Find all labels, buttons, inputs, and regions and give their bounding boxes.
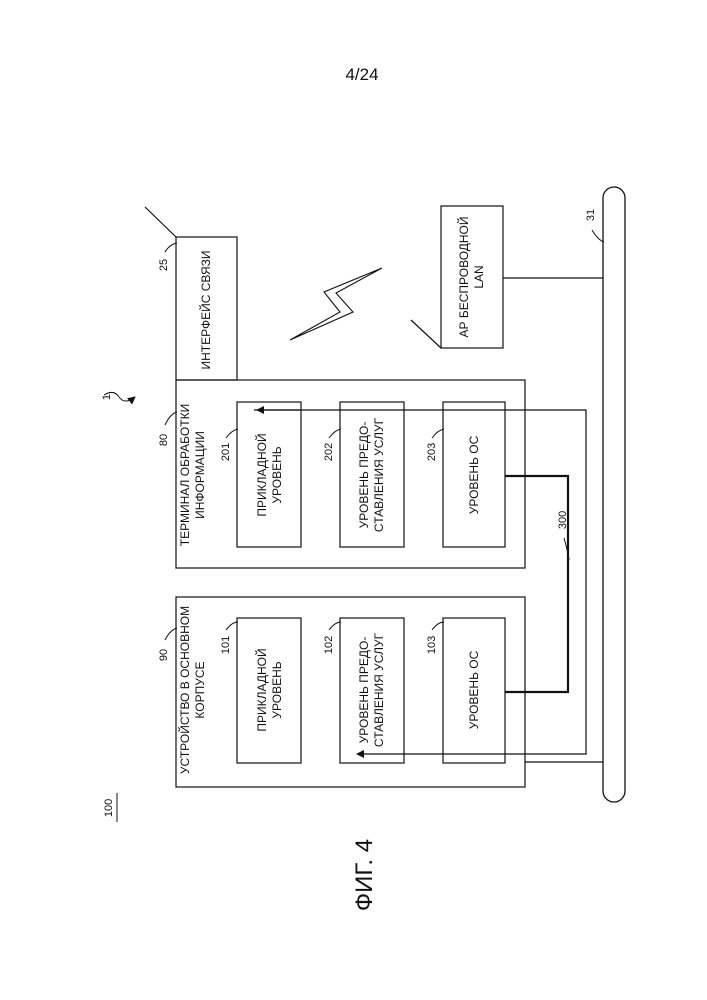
ref-90: 90	[158, 649, 170, 661]
lan-bus	[603, 187, 625, 802]
ref-202: 202	[323, 443, 335, 461]
svg-text:КОРПУСЕ: КОРПУСЕ	[193, 661, 207, 718]
terminal-title: ТЕРМИНАЛ ОБРАБОТКИ ИНФОРМАЦИИ	[178, 404, 207, 546]
svg-text:УРОВЕНЬ ПРЕДО-: УРОВЕНЬ ПРЕДО-	[357, 637, 371, 744]
ref-102: 102	[323, 636, 335, 654]
comm-interface-label: ИНТЕРФЕЙС СВЯЗИ	[198, 250, 213, 369]
svg-text:УРОВЕНЬ ПРЕДО-: УРОВЕНЬ ПРЕДО-	[357, 422, 371, 529]
svg-text:LAN: LAN	[472, 265, 486, 288]
ref-90-leader	[165, 628, 177, 640]
svg-text:90: 90	[158, 649, 170, 661]
ref-101: 101	[220, 636, 232, 654]
ref-1: 1	[101, 394, 113, 400]
svg-text:УРОВЕНЬ ОС: УРОВЕНЬ ОС	[467, 650, 481, 729]
main-service-layer-label: УРОВЕНЬ ПРЕДО- СТАВЛЕНИЯ УСЛУГ	[357, 632, 386, 747]
svg-text:102: 102	[323, 636, 335, 654]
svg-text:80: 80	[158, 434, 170, 446]
figure-label: ФИГ. 4	[351, 839, 378, 911]
ap-antenna	[411, 320, 441, 348]
main-os-layer-label: УРОВЕНЬ ОС	[467, 650, 481, 729]
svg-text:СТАВЛЕНИЯ УСЛУГ: СТАВЛЕНИЯ УСЛУГ	[372, 417, 386, 532]
svg-text:202: 202	[323, 443, 335, 461]
svg-text:203: 203	[426, 443, 438, 461]
logical-path	[254, 410, 586, 754]
svg-text:ИНТЕРФЕЙС СВЯЗИ: ИНТЕРФЕЙС СВЯЗИ	[198, 250, 213, 369]
svg-text:УРОВЕНЬ: УРОВЕНЬ	[270, 446, 284, 503]
wireless-ap-label: АР БЕСПРОВОДНОЙ LAN	[456, 216, 486, 337]
svg-text:УРОВЕНЬ ОС: УРОВЕНЬ ОС	[467, 435, 481, 514]
main-app-layer-label: ПРИКЛАДНОЙ УРОВЕНЬ	[254, 648, 284, 731]
os-connection-line	[505, 476, 568, 692]
ref-203: 203	[426, 443, 438, 461]
svg-text:100: 100	[103, 799, 115, 817]
ref-80: 80	[158, 434, 170, 446]
main-app-layer-box	[237, 618, 301, 763]
main-device-title: УСТРОЙСТВО В ОСНОВНОМ КОРПУСЕ	[177, 606, 207, 774]
svg-text:ФИГ. 4: ФИГ. 4	[351, 839, 378, 911]
svg-text:УСТРОЙСТВО В ОСНОВНОМ: УСТРОЙСТВО В ОСНОВНОМ	[177, 606, 192, 774]
svg-text:1: 1	[101, 394, 113, 400]
terminal-app-layer-label: ПРИКЛАДНОЙ УРОВЕНЬ	[254, 433, 284, 516]
ref-31: 31	[585, 209, 597, 221]
terminal-os-layer-label: УРОВЕНЬ ОС	[467, 435, 481, 514]
ref-201: 201	[220, 443, 232, 461]
terminal-app-layer-box	[237, 402, 301, 547]
svg-text:АР БЕСПРОВОДНОЙ: АР БЕСПРОВОДНОЙ	[456, 216, 471, 337]
svg-text:103: 103	[426, 636, 438, 654]
svg-text:201: 201	[220, 443, 232, 461]
comm-antenna	[145, 207, 176, 237]
ref-25: 25	[158, 259, 170, 271]
ref-103: 103	[426, 636, 438, 654]
svg-text:300: 300	[557, 511, 569, 529]
svg-text:УРОВЕНЬ: УРОВЕНЬ	[270, 661, 284, 718]
terminal-service-layer-label: УРОВЕНЬ ПРЕДО- СТАВЛЕНИЯ УСЛУГ	[357, 417, 386, 532]
svg-text:101: 101	[220, 636, 232, 654]
svg-text:СТАВЛЕНИЯ УСЛУГ: СТАВЛЕНИЯ УСЛУГ	[372, 632, 386, 747]
page-number: 4/24	[345, 65, 378, 84]
svg-text:ИНФОРМАЦИИ: ИНФОРМАЦИИ	[193, 431, 207, 519]
svg-text:ПРИКЛАДНОЙ: ПРИКЛАДНОЙ	[254, 433, 269, 516]
wireless-signal-icon	[290, 268, 382, 340]
svg-text:25: 25	[158, 259, 170, 271]
ref-300: 300	[557, 511, 569, 529]
svg-text:ТЕРМИНАЛ ОБРАБОТКИ: ТЕРМИНАЛ ОБРАБОТКИ	[178, 404, 192, 546]
svg-text:ПРИКЛАДНОЙ: ПРИКЛАДНОЙ	[254, 648, 269, 731]
ref-100: 100	[103, 799, 115, 817]
svg-text:31: 31	[585, 209, 597, 221]
